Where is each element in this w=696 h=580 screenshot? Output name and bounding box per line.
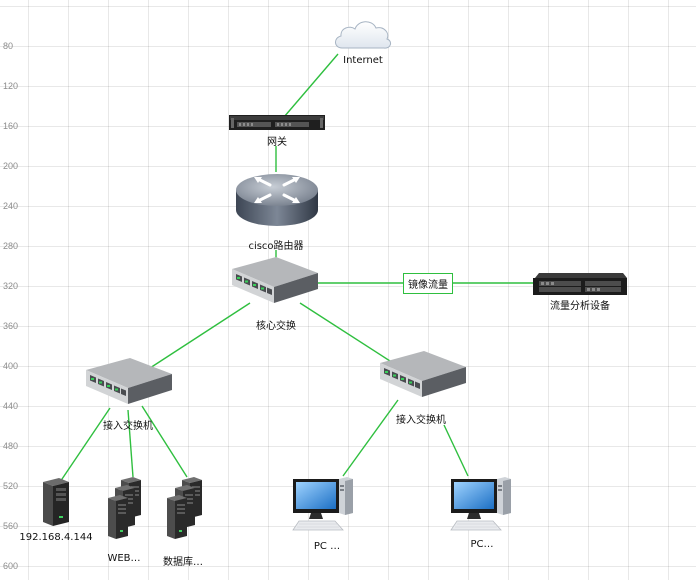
- pc-right-label: PC…: [470, 539, 494, 550]
- rack-server-icon[interactable]: [533, 273, 627, 295]
- ruler-label: 360: [3, 321, 19, 331]
- desktop-pc-icon[interactable]: [291, 473, 357, 533]
- switch-icon[interactable]: [80, 356, 176, 412]
- ruler-label: 80: [3, 41, 14, 51]
- switch-icon[interactable]: [226, 255, 322, 311]
- cloud-icon[interactable]: [332, 16, 394, 52]
- ruler-label: 560: [3, 521, 19, 531]
- mirror-traffic-label[interactable]: 镜像流量: [403, 273, 453, 294]
- ruler-label: 320: [3, 281, 19, 291]
- ruler-label: 520: [3, 481, 19, 491]
- desktop-pc-icon[interactable]: [449, 473, 515, 533]
- ruler-label: 480: [3, 441, 19, 451]
- router-label: cisco路由器: [248, 241, 304, 252]
- ruler-label: 600: [3, 561, 19, 571]
- link-access-right-pc-right[interactable]: [443, 424, 469, 477]
- ruler-label: 280: [3, 241, 19, 251]
- link-access-left-server[interactable]: [59, 407, 111, 483]
- access-switch-left-label: 接入交换机: [103, 421, 153, 432]
- rack-server-icon[interactable]: [229, 115, 325, 130]
- ruler-label: 160: [3, 121, 19, 131]
- gateway-label: 网关: [267, 137, 287, 148]
- ruler-label: 400: [3, 361, 19, 371]
- ruler-label: 120: [3, 81, 19, 91]
- access-switch-right-label: 接入交换机: [396, 415, 446, 426]
- internet-label: Internet: [343, 55, 383, 66]
- server-cluster-icon[interactable]: [166, 476, 206, 540]
- switch-icon[interactable]: [374, 349, 470, 405]
- link-access-left-db[interactable]: [141, 405, 188, 478]
- web-servers-label: WEB…: [107, 553, 141, 564]
- link-access-right-pc-left[interactable]: [342, 399, 399, 477]
- traffic-analyzer-label: 流量分析设备: [550, 301, 610, 312]
- db-servers-label: 数据库…: [163, 557, 203, 568]
- core-switch-label: 核心交换: [256, 321, 296, 332]
- link-core-access-left[interactable]: [149, 302, 251, 369]
- link-access-left-web[interactable]: [127, 409, 134, 478]
- ruler-label: 200: [3, 161, 19, 171]
- router-icon[interactable]: [234, 170, 320, 234]
- link-internet-gateway[interactable]: [283, 53, 339, 118]
- ruler-label: 440: [3, 401, 19, 411]
- link-core-access-right[interactable]: [299, 302, 391, 362]
- pc-left-label: PC …: [313, 541, 341, 552]
- server-ip-label: 192.168.4.144: [19, 532, 93, 543]
- ruler-label: 240: [3, 201, 19, 211]
- server-cluster-icon[interactable]: [107, 476, 143, 540]
- tower-server-icon[interactable]: [39, 478, 71, 526]
